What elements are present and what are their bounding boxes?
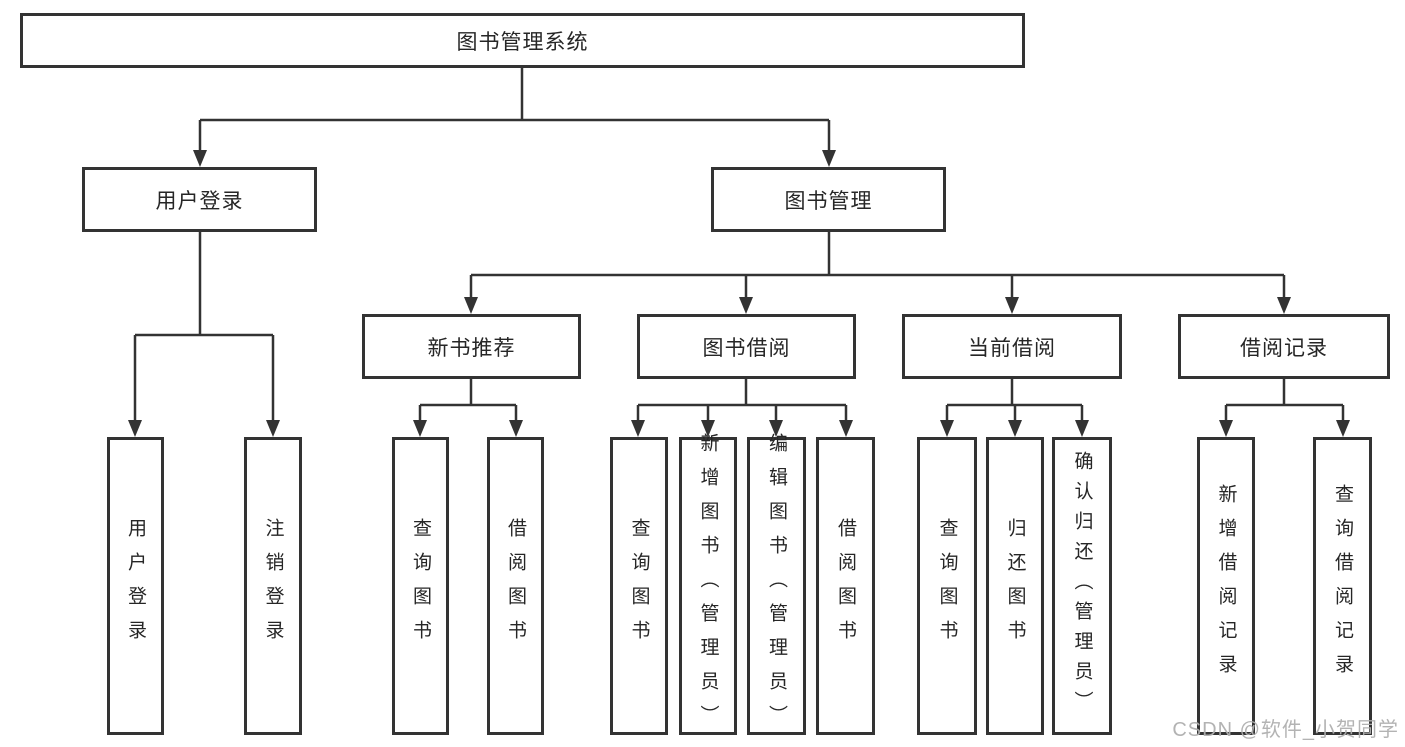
leaf-query-books-1-label: 查询图书 <box>410 518 431 654</box>
leaf-edit-books-admin-label: 编辑图书（管理员） <box>766 433 787 739</box>
leaf-query-books-2: 查询图书 <box>610 437 668 735</box>
leaf-borrow-books-2-label: 借阅图书 <box>835 518 856 654</box>
leaf-add-borrow-record: 新增借阅记录 <box>1197 437 1255 735</box>
node-current-borrow: 当前借阅 <box>902 314 1122 379</box>
leaf-query-books-3: 查询图书 <box>917 437 977 735</box>
leaf-borrow-books-1-label: 借阅图书 <box>505 518 526 654</box>
leaf-add-books-admin: 新增图书（管理员） <box>679 433 737 739</box>
leaf-query-books-1: 查询图书 <box>392 437 449 735</box>
node-current-borrow-label: 当前借阅 <box>968 336 1056 360</box>
leaf-borrow-books-2: 借阅图书 <box>816 437 875 735</box>
node-book-borrow-label: 图书借阅 <box>702 336 791 360</box>
leaf-query-books-3-label: 查询图书 <box>936 518 958 654</box>
node-book-borrow: 图书借阅 <box>637 314 856 379</box>
node-new-book-recommend: 新书推荐 <box>362 314 581 379</box>
leaf-add-borrow-record-label: 新增借阅记录 <box>1215 484 1237 688</box>
watermark: CSDN @软件_小贺同学 <box>1172 719 1399 741</box>
leaf-query-borrow-record: 查询借阅记录 <box>1313 437 1372 735</box>
node-user-login-label: 用户登录 <box>155 189 244 213</box>
leaf-query-borrow-record-label: 查询借阅记录 <box>1332 484 1353 688</box>
node-book-management-label: 图书管理 <box>784 189 873 213</box>
node-borrow-records: 借阅记录 <box>1178 314 1390 379</box>
leaf-borrow-books-1: 借阅图书 <box>487 437 544 735</box>
node-new-book-recommend-label: 新书推荐 <box>427 336 516 360</box>
node-root-label: 图书管理系统 <box>456 30 589 54</box>
leaf-user-login-label: 用户登录 <box>125 518 146 654</box>
leaf-add-books-admin-label: 新增图书（管理员） <box>697 433 719 739</box>
leaf-user-login: 用户登录 <box>107 437 164 735</box>
leaf-logout-label: 注销登录 <box>262 518 284 654</box>
leaf-logout: 注销登录 <box>244 437 302 735</box>
leaf-return-books-label: 归还图书 <box>1004 518 1026 654</box>
leaf-query-books-2-label: 查询图书 <box>628 518 650 654</box>
node-borrow-records-label: 借阅记录 <box>1240 336 1328 360</box>
node-root: 图书管理系统 <box>20 13 1025 68</box>
leaf-return-books: 归还图书 <box>986 437 1044 735</box>
node-user-login: 用户登录 <box>82 167 317 232</box>
node-book-management: 图书管理 <box>711 167 946 232</box>
leaf-edit-books-admin: 编辑图书（管理员） <box>747 433 806 739</box>
leaf-confirm-return-admin-label: 确认归还（管理员） <box>1071 451 1093 721</box>
leaf-confirm-return-admin: 确认归还（管理员） <box>1052 437 1112 735</box>
